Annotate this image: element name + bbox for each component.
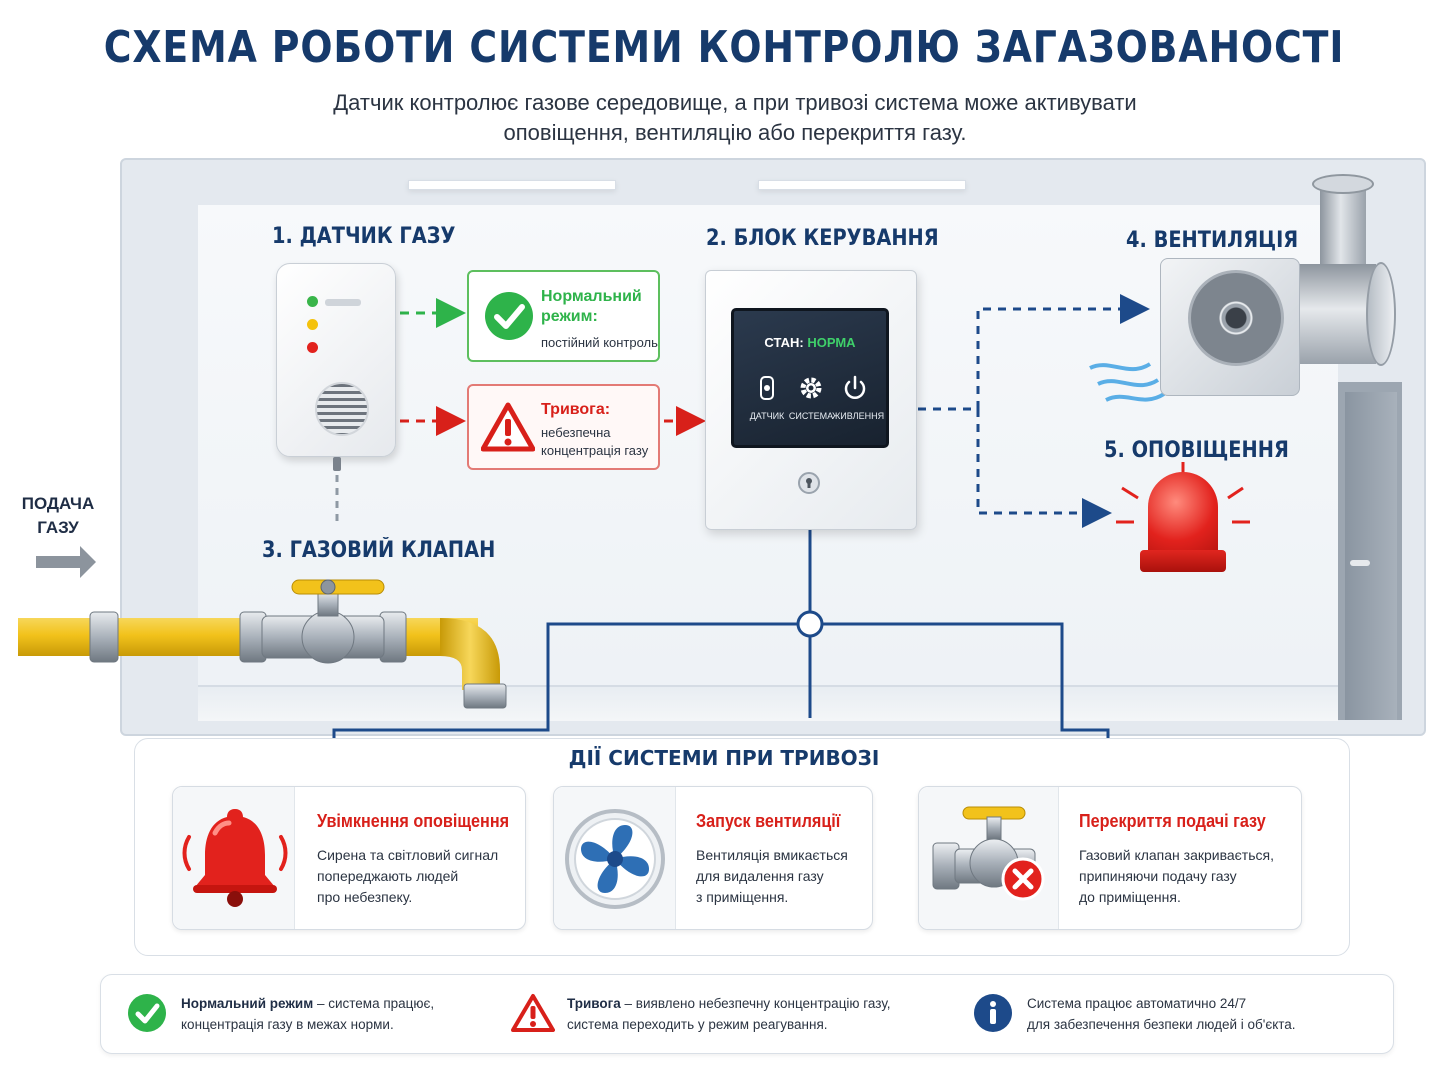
action-card-alert: Увімкнення оповіщення Сирена та світлови… <box>172 786 526 930</box>
page-subtitle: Датчик контролює газове середовище, а пр… <box>260 88 1210 148</box>
check-circle-icon <box>485 292 533 340</box>
card-text-line: Газовий клапан закривається, <box>1079 847 1274 863</box>
legend-alarm-line-1: Тривога – виявлено небезпечну концентрац… <box>567 993 890 1014</box>
info-icon <box>974 994 1012 1032</box>
ceiling-light-right <box>758 180 966 190</box>
card-text-line: до приміщення. <box>1079 889 1181 905</box>
card-text-line: з приміщення. <box>696 889 789 905</box>
duct-horizontal <box>1296 264 1376 364</box>
door <box>1345 392 1397 720</box>
yellow-led <box>307 319 318 330</box>
legend-normal-line-1: Нормальний режим – система працює, <box>181 993 434 1014</box>
section-label-ventilation: 4. ВЕНТИЛЯЦІЯ <box>1126 228 1299 253</box>
card-title-gas-shutoff: Перекриття подачі газу <box>1079 811 1266 831</box>
door-handle <box>1350 560 1370 566</box>
alarm-status-title: Тривога: <box>541 401 611 418</box>
duct-flange <box>1366 262 1396 366</box>
ceiling-light-left <box>408 180 616 190</box>
control-screen: СТАН: НОРМА ДАТЧИК СИСТЕМА ЖИВЛЕННЯ <box>731 308 889 448</box>
alarm-status-box: Тривога: небезпечна концентрація газу <box>467 384 660 470</box>
alarm-beacon-base <box>1140 550 1226 572</box>
card-text-line: Вентиляція вмикається <box>696 847 848 863</box>
action-card-ventilation: Запуск вентиляції Вентиляція вмикається … <box>553 786 873 930</box>
card-icon-box <box>173 787 295 929</box>
screen-state-label: СТАН: <box>764 335 804 350</box>
green-led <box>307 296 318 307</box>
subtitle-line-2: оповіщення, вентиляцію або перекриття га… <box>503 120 967 145</box>
section-label-valve: 3. ГАЗОВИЙ КЛАПАН <box>262 538 496 563</box>
legend-info: Система працює автоматично 24/7 для забе… <box>1027 993 1296 1035</box>
screen-label-power: ЖИВЛЕННЯ <box>832 411 885 421</box>
normal-title-line-1: Нормальний <box>541 288 642 305</box>
duct-top <box>1312 174 1374 194</box>
screen-label-system: СИСТЕМА <box>788 411 834 421</box>
legend-normal-bold: Нормальний режим <box>181 996 314 1011</box>
fan-icon <box>565 809 665 909</box>
warning-triangle-icon <box>481 402 535 452</box>
ventilation-fan-icon <box>1188 270 1284 366</box>
section-label-control: 2. БЛОК КЕРУВАННЯ <box>706 226 939 251</box>
section-label-alert: 5. ОПОВІЩЕННЯ <box>1104 438 1289 463</box>
sensor-speaker <box>315 382 369 436</box>
legend-normal: Нормальний режим – система працює, конце… <box>181 993 434 1035</box>
red-led <box>307 342 318 353</box>
alarm-beacon-icon <box>1148 472 1218 558</box>
screen-label-sensor: ДАТЧИК <box>749 411 785 421</box>
card-text-ventilation: Вентиляція вмикається для видалення газу… <box>696 845 848 908</box>
card-text-line: для видалення газу <box>696 868 824 884</box>
card-text-line: Сирена та світловий сигнал <box>317 847 499 863</box>
gas-supply-line-2: ГАЗУ <box>37 518 79 537</box>
card-text-line: припиняючи подачу газу <box>1079 868 1237 884</box>
power-icon[interactable] <box>840 373 870 403</box>
card-text-alert: Сирена та світловий сигнал попереджають … <box>317 845 498 908</box>
sensor-icon[interactable] <box>752 373 782 403</box>
subtitle-line-1: Датчик контролює газове середовище, а пр… <box>333 90 1137 115</box>
card-title-alert: Увімкнення оповіщення <box>317 811 510 831</box>
legend-normal-line-2: концентрація газу в межах норми. <box>181 1017 394 1032</box>
normal-title-line-2: режим: <box>541 308 598 325</box>
legend-panel: Нормальний режим – система працює, конце… <box>100 974 1394 1054</box>
alarm-text-line-1: небезпечна <box>541 425 611 440</box>
gas-supply-label: ПОДАЧА ГАЗУ <box>18 492 98 540</box>
screen-state-value: НОРМА <box>807 335 856 350</box>
sensor-slot <box>325 299 361 306</box>
card-icon-box <box>554 787 676 929</box>
gas-sensor-device <box>276 263 396 457</box>
normal-status-text: постійний контроль <box>541 335 658 350</box>
alarm-status-text: небезпечна концентрація газу <box>541 424 648 460</box>
normal-status-box: Нормальний режим: постійний контроль <box>467 270 660 362</box>
card-text-line: попереджають людей <box>317 868 459 884</box>
action-card-gas-shutoff: Перекриття подачі газу Газовий клапан за… <box>918 786 1302 930</box>
card-icon-box <box>919 787 1059 929</box>
legend-alarm-rest: – виявлено небезпечну концентрацію газу, <box>620 996 891 1011</box>
room-floor <box>198 685 1338 721</box>
card-text-line: про небезпеку. <box>317 889 413 905</box>
normal-status-title: Нормальний режим: <box>541 287 642 327</box>
keyhole-icon <box>798 472 820 494</box>
page-title: СХЕМА РОБОТИ СИСТЕМИ КОНТРОЛЮ ЗАГАЗОВАНО… <box>103 22 1345 73</box>
legend-alarm: Тривога – виявлено небезпечну концентрац… <box>567 993 890 1035</box>
actions-title: ДІЇ СИСТЕМИ ПРИ ТРИВОЗІ <box>568 746 880 770</box>
valve-closed-icon <box>932 806 1045 901</box>
section-label-sensor: 1. ДАТЧИК ГАЗУ <box>272 224 456 249</box>
card-title-ventilation: Запуск вентиляції <box>696 811 841 831</box>
legend-alarm-bold: Тривога <box>567 996 621 1011</box>
legend-info-line-1: Система працює автоматично 24/7 <box>1027 996 1247 1011</box>
legend-info-line-2: для забезпечення безпеки людей і об'єкта… <box>1027 1017 1296 1032</box>
screen-state: СТАН: НОРМА <box>734 335 886 350</box>
key-slot-icon <box>806 478 812 488</box>
legend-alarm-line-2: система переходить у режим реагування. <box>567 1017 828 1032</box>
sensor-connector <box>333 457 341 471</box>
check-circle-icon <box>128 994 166 1032</box>
warning-triangle-icon <box>511 994 555 1032</box>
bell-icon <box>182 809 288 907</box>
gas-supply-line-1: ПОДАЧА <box>21 494 95 513</box>
alarm-text-line-2: концентрація газу <box>541 443 649 458</box>
gear-icon[interactable] <box>796 373 826 403</box>
card-text-gas-shutoff: Газовий клапан закривається, припиняючи … <box>1079 845 1274 908</box>
legend-normal-rest: – система працює, <box>313 996 435 1011</box>
